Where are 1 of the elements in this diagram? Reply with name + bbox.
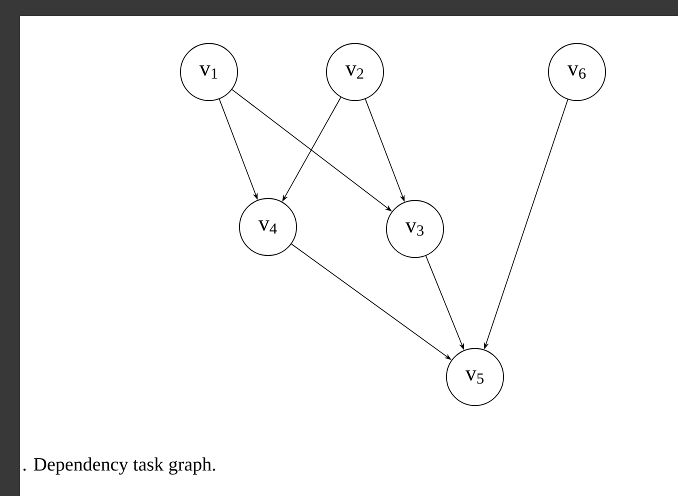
caption: . Dependency task graph.	[23, 457, 216, 475]
